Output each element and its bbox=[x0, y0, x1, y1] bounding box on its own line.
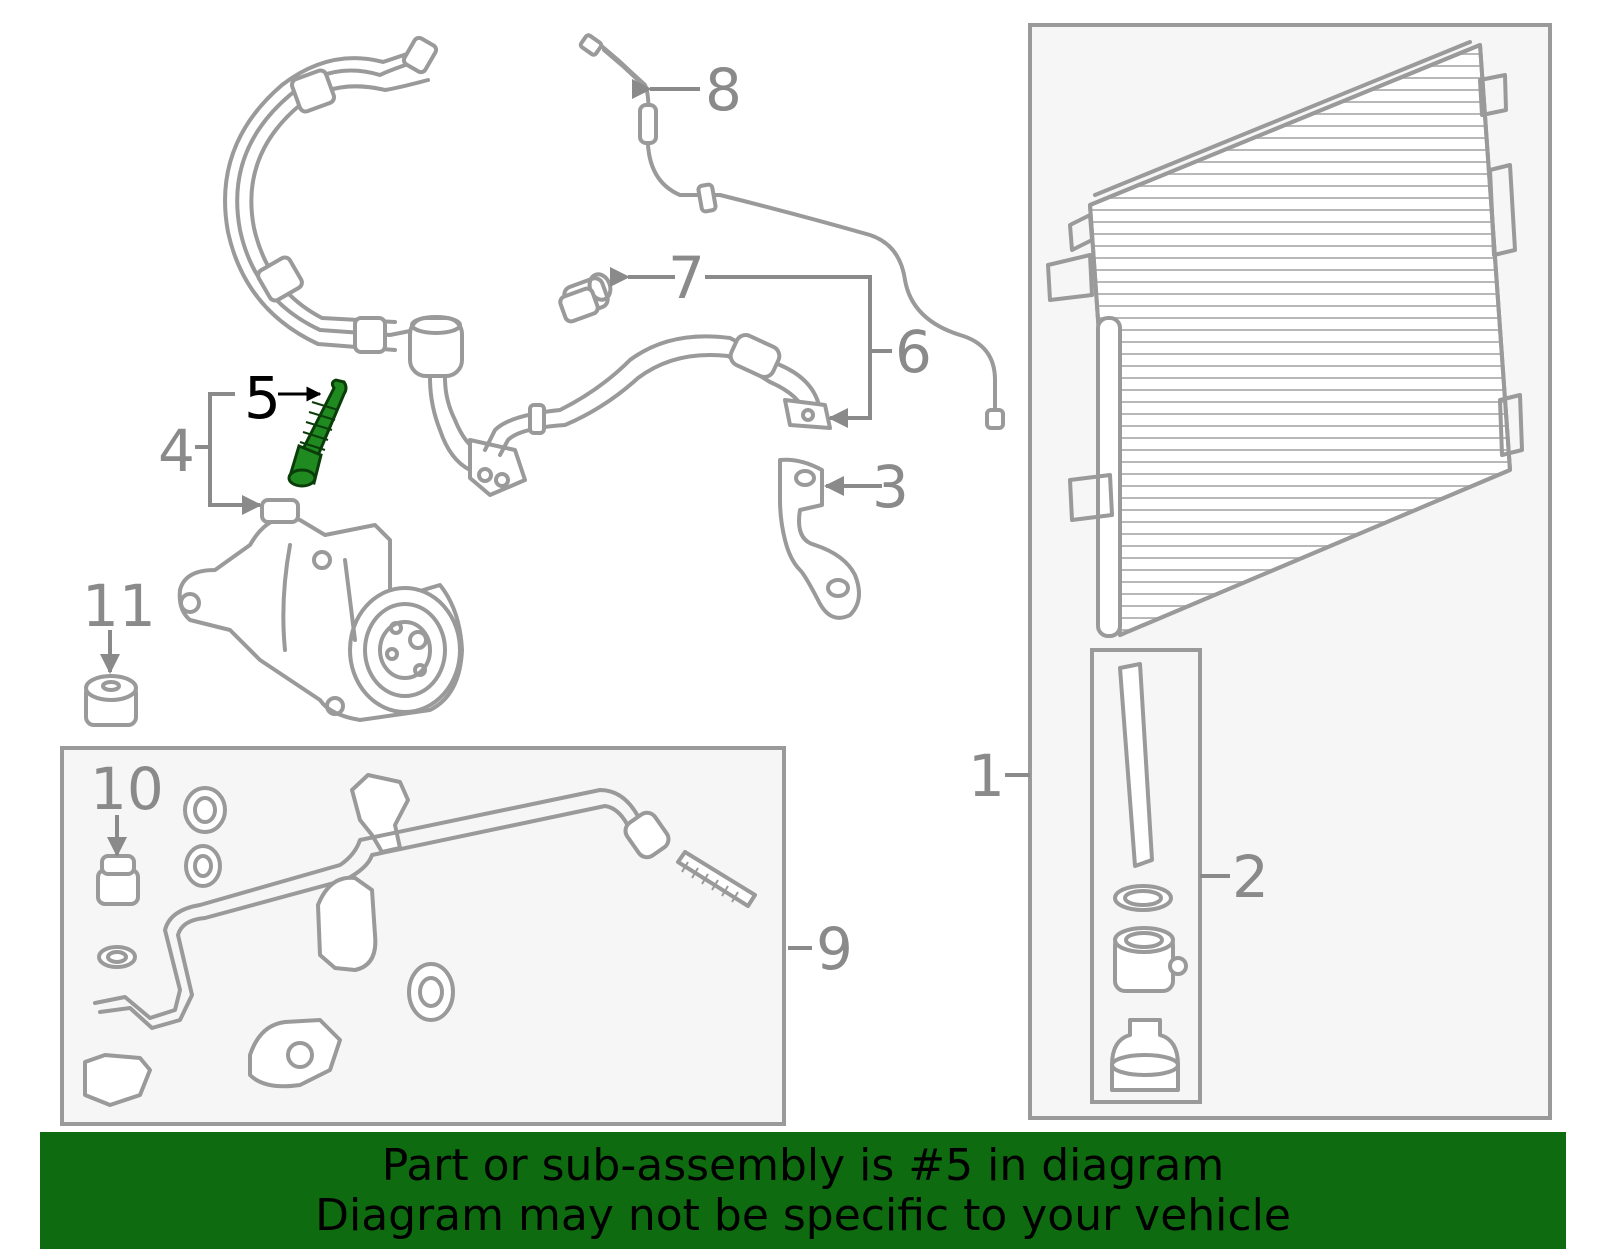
callout-6: 6 bbox=[895, 318, 932, 386]
discharge-hose bbox=[223, 35, 527, 497]
pressure-switch bbox=[558, 272, 613, 324]
callout-5[interactable]: 5 bbox=[244, 364, 281, 432]
callout-1: 1 bbox=[968, 742, 1005, 810]
leader-lines bbox=[100, 79, 1230, 950]
callout-10: 10 bbox=[90, 755, 164, 823]
callout-2: 2 bbox=[1232, 843, 1269, 911]
callout-9: 9 bbox=[816, 915, 853, 983]
info-banner: Part or sub-assembly is #5 in diagram Di… bbox=[40, 1132, 1566, 1249]
banner-line-1: Part or sub-assembly is #5 in diagram bbox=[381, 1139, 1225, 1191]
condenser bbox=[1046, 40, 1524, 638]
valve-core-highlighted bbox=[287, 378, 348, 488]
lines-kit-panel bbox=[60, 746, 786, 1126]
banner-line-2: Diagram may not be specific to your vehi… bbox=[315, 1189, 1291, 1241]
callout-7: 7 bbox=[668, 244, 705, 312]
callout-4: 4 bbox=[158, 417, 195, 485]
callout-8: 8 bbox=[705, 56, 742, 124]
service-cap bbox=[84, 674, 138, 727]
suction-line bbox=[483, 333, 832, 457]
callout-11: 11 bbox=[82, 572, 156, 640]
lines-kit-contents bbox=[83, 773, 757, 1107]
callout-3: 3 bbox=[872, 453, 909, 521]
liquid-line bbox=[578, 33, 1005, 430]
compressor bbox=[177, 498, 464, 722]
manifold-block bbox=[778, 457, 861, 620]
receiver-drier bbox=[1110, 662, 1188, 1092]
